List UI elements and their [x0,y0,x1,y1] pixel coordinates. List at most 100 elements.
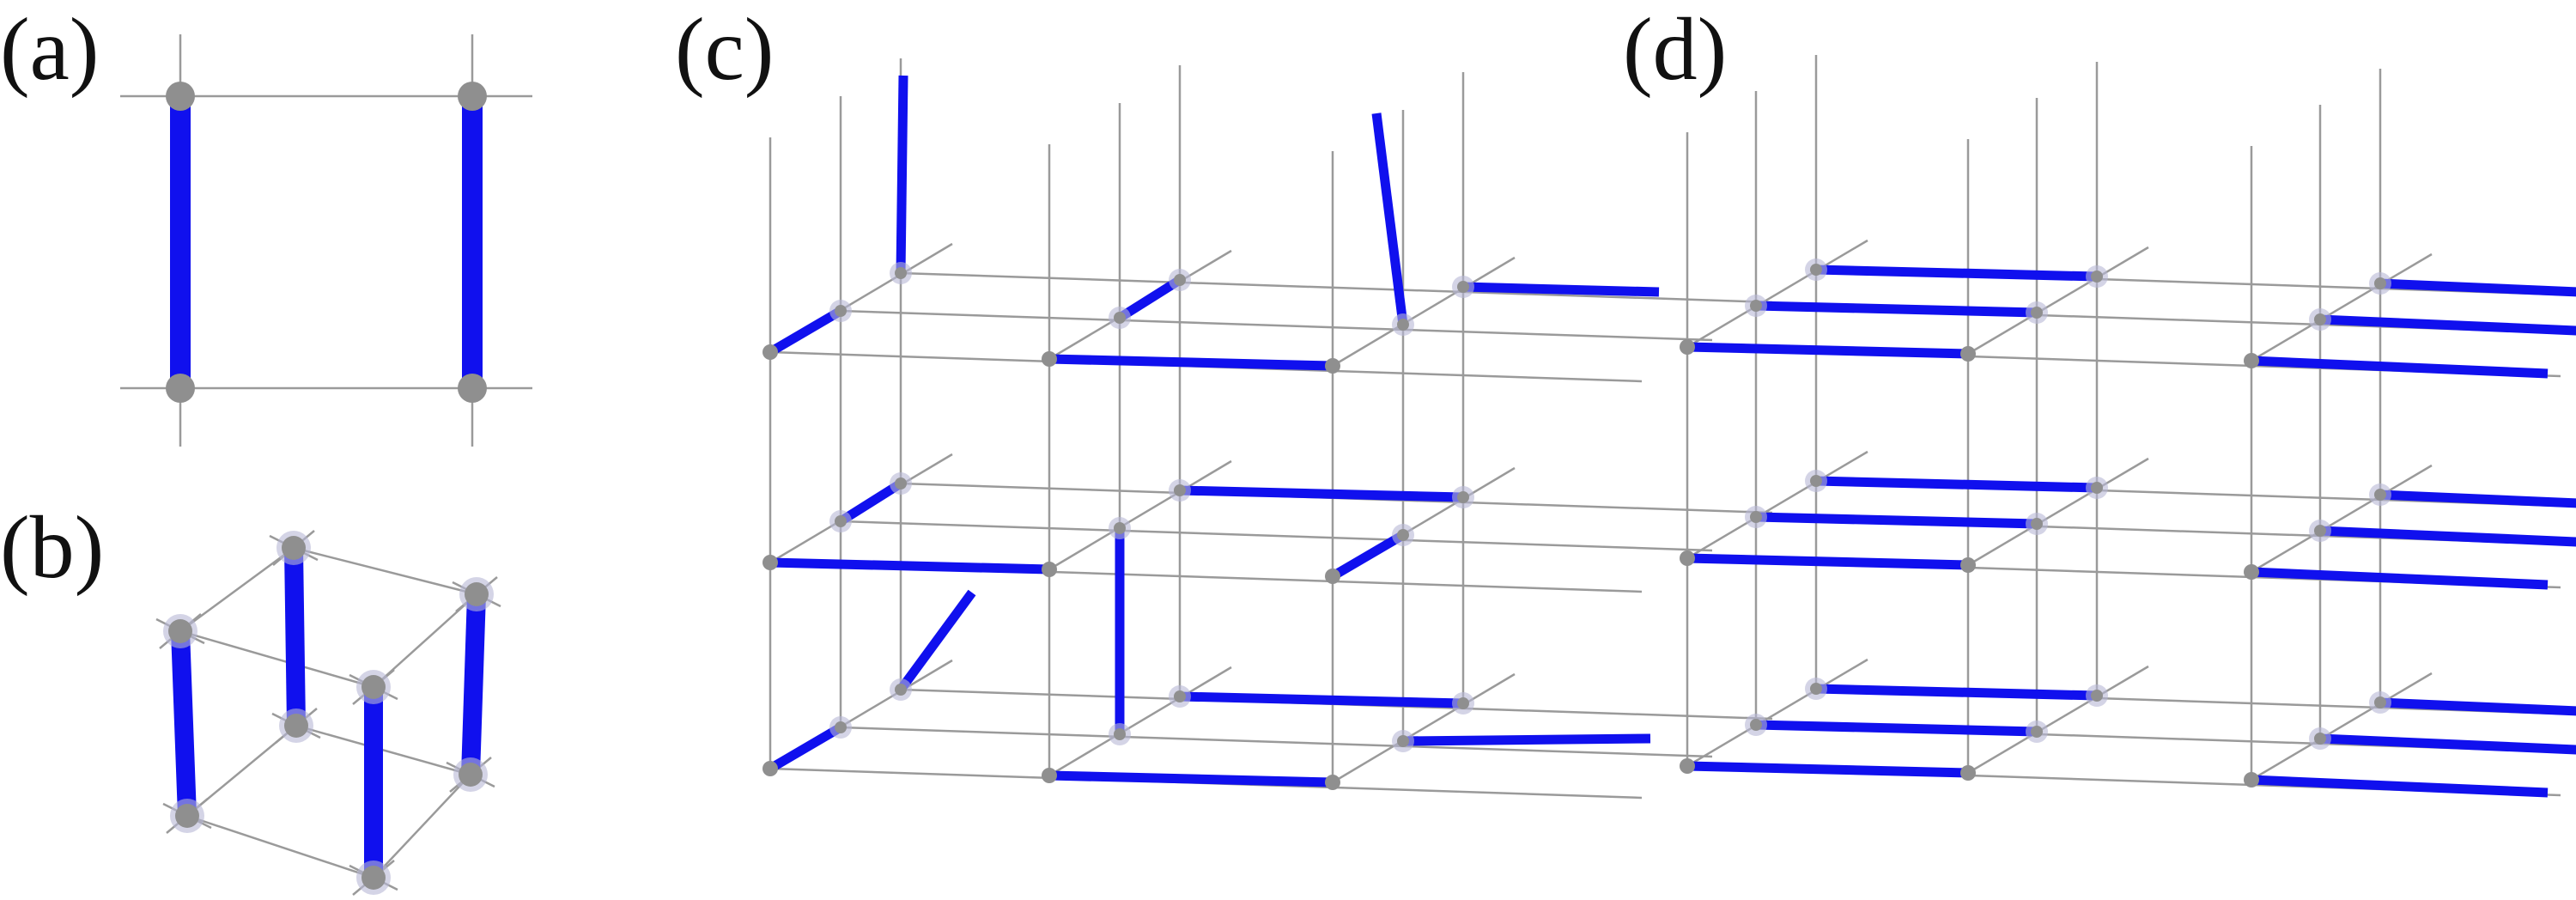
lattice-site [1750,719,1762,731]
dimer-bond [2319,526,2576,547]
dimer-bond [2251,356,2549,379]
lattice-site [2244,564,2259,580]
lattice-site [2374,277,2386,289]
lattice-site [284,714,308,738]
dimer-bond [1755,512,2038,529]
lattice-line [2251,464,2433,574]
lattice-site [1457,491,1469,503]
lattice-site [1680,339,1695,355]
dimer-bond [2379,278,2576,297]
lattice-line [293,546,477,596]
dimer-bond [1179,691,1464,708]
dimer-bond [1686,761,1969,778]
lattice-site [282,536,306,560]
lattice-line [1686,239,1868,349]
lattice-line [1332,256,1516,368]
lattice-site [2091,690,2103,702]
lattice-site [1042,351,1057,367]
lattice-line [186,814,374,879]
dimer-bond [1815,476,2098,493]
dimer-bond [1815,684,2098,701]
lattice-site [1114,522,1126,534]
lattice-site [361,866,386,890]
lattice-site [459,763,483,787]
lattice-line [1332,672,1516,784]
dimer-bond [838,479,903,526]
lattice-line [900,271,1773,304]
lattice-line [2251,252,2433,362]
dimer-bond [1117,276,1182,322]
dimer-bond [284,547,306,727]
lattice-line [1048,459,1232,571]
dimer-bond [896,75,908,274]
lattice-line [1686,658,1868,768]
lattice-site [835,721,847,733]
lattice-line [1686,450,1868,560]
lattice-site [361,675,386,699]
lattice-site [2091,271,2103,283]
dimer-bonds [170,75,2576,878]
lattice-site [1397,319,1409,331]
lattice-site [895,684,907,696]
lattice-site [762,555,778,570]
lattice-site [835,305,847,317]
lattice-site [1397,529,1409,541]
lattice-site [175,804,199,828]
lattice-site [2314,313,2326,325]
lattice-site [1042,768,1057,783]
lattice-site [895,267,907,279]
lattice-site [1114,728,1126,740]
dimer-bond [769,557,1050,575]
lattice-site [1325,775,1340,790]
lattice-site [465,582,489,606]
dimer-bond [1371,112,1408,325]
dimer-bond [2251,775,2549,798]
lattice-site [458,374,487,403]
lattice-site [1114,312,1126,324]
dimer-bond [2379,697,2576,716]
lattice-site [1750,300,1762,312]
lattice-site [1174,484,1186,496]
lattice-sites [163,82,2391,895]
lattice-site [1457,697,1469,709]
dimer-bond [1462,282,1660,297]
dimer-bond [1048,770,1334,788]
dimer-bond [1179,485,1464,502]
lattice-site [1960,346,1976,362]
lattice-site [168,619,192,643]
lattice-site [1042,562,1057,577]
lattice-site [1810,475,1822,487]
lattice-line [179,546,295,633]
dimer-bond [2319,314,2576,336]
lattice-site [1397,735,1409,747]
dimer-bond [1755,301,2038,318]
dimer-bond [768,307,843,356]
lattice-site [2031,726,2043,738]
lattice-site [1810,683,1822,695]
dimer-bond [2319,733,2576,755]
lattice-site [1174,690,1186,702]
panel-label-c: (c) [675,0,774,99]
dimer-bond [461,593,486,775]
dimer-bond [171,630,197,817]
dimer-bond [1755,720,2038,737]
lattice-site [166,82,195,111]
lattice-site [2374,489,2386,501]
lattice-lines [120,34,2576,896]
panel-label-a: (a) [0,0,99,99]
panel-label-b: (b) [0,498,104,597]
lattice-site [1680,758,1695,774]
dimer-bond [1686,553,1969,570]
lattice-site [2314,733,2326,745]
lattice-line [2251,672,2433,781]
lattice-line [1967,665,2149,775]
lattice-site [2031,307,2043,319]
dimer-bond [768,723,843,773]
lattice-site [2031,518,2043,530]
lattice-site [1750,511,1762,523]
lattice-line [1967,246,2149,356]
lattice-site [835,515,847,527]
lattice-site [1325,569,1340,584]
dimer-bond [1402,733,1651,746]
lattice-site [1174,274,1186,286]
